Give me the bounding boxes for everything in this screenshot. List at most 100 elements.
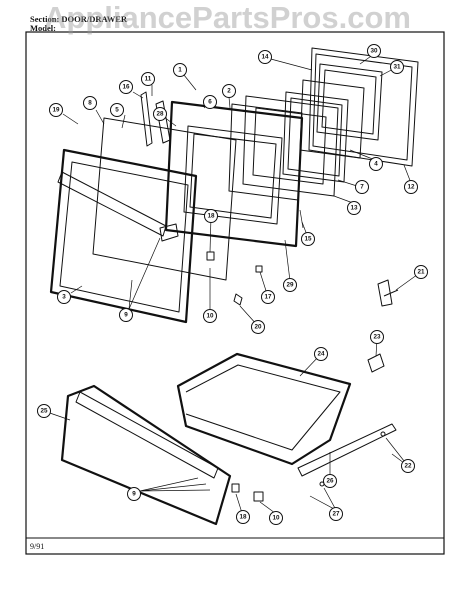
callout-9-drawer: 9: [127, 487, 141, 501]
callout-8: 8: [83, 96, 97, 110]
svg-text:1: 1: [178, 67, 182, 74]
part-inner-door: [164, 100, 304, 248]
part-hinge-strip-left: [140, 91, 153, 147]
page-frame: [25, 31, 445, 555]
callout-23: 23: [370, 330, 384, 344]
part-drawer-front: [60, 384, 232, 526]
callout-19: 19: [49, 103, 63, 117]
part-outer-door-inner: [59, 161, 189, 313]
svg-text:24: 24: [317, 351, 325, 358]
svg-text:14: 14: [261, 54, 269, 61]
svg-text:16: 16: [122, 84, 130, 91]
svg-text:18: 18: [207, 213, 215, 220]
svg-text:30: 30: [370, 48, 378, 55]
callout-5: 5: [110, 103, 124, 117]
callout-14: 14: [258, 50, 272, 64]
part-inner-glass: [316, 63, 383, 141]
section-title: Section: DOOR/DRAWER: [30, 14, 128, 24]
svg-text:7: 7: [360, 184, 364, 191]
callout-31: 31: [390, 60, 404, 74]
part-drawer-body: [176, 352, 352, 466]
svg-text:12: 12: [407, 184, 415, 191]
svg-text:18: 18: [239, 514, 247, 521]
callout-18-drawer: 18: [236, 510, 250, 524]
svg-text:31: 31: [393, 64, 401, 71]
svg-text:6: 6: [208, 99, 212, 106]
svg-text:10: 10: [272, 515, 280, 522]
callout-16: 16: [119, 80, 133, 94]
part-hinge-bracket: [377, 279, 399, 307]
part-screw-1: [380, 431, 386, 437]
part-door-handle: [57, 171, 167, 237]
callout-29: 29: [283, 278, 297, 292]
svg-text:21: 21: [417, 269, 425, 276]
callout-15: 15: [301, 232, 315, 246]
part-insulation: [228, 103, 303, 201]
svg-text:17: 17: [264, 294, 272, 301]
svg-text:13: 13: [350, 205, 358, 212]
callout-17: 17: [261, 290, 275, 304]
part-clip-3: [233, 293, 243, 306]
svg-text:2: 2: [227, 88, 231, 95]
svg-text:28: 28: [156, 111, 164, 118]
callout-1: 1: [173, 63, 187, 77]
svg-text:23: 23: [373, 334, 381, 341]
part-drawer-rail: [297, 423, 397, 477]
leader-lines: [43, 53, 422, 514]
door-parts: [49, 47, 419, 324]
footer-date: 9/91: [30, 542, 44, 551]
callout-3: 3: [57, 290, 71, 304]
callout-22: 22: [401, 459, 415, 473]
svg-text:29: 29: [286, 282, 294, 289]
callout-2: 2: [222, 84, 236, 98]
svg-text:8: 8: [88, 100, 92, 107]
svg-text:9: 9: [124, 312, 128, 319]
part-clip-4: [231, 483, 240, 493]
callout-20: 20: [251, 320, 265, 334]
svg-text:20: 20: [254, 324, 262, 331]
svg-text:22: 22: [404, 463, 412, 470]
callout-28: 28: [153, 107, 167, 121]
part-clip-5: [253, 491, 264, 502]
callout-7: 7: [355, 180, 369, 194]
callout-13: 13: [347, 201, 361, 215]
watermark: AppliancePartsPros.com: [44, 0, 411, 35]
part-clip: [206, 251, 215, 261]
model-title: Model:: [30, 23, 56, 33]
callout-21: 21: [414, 265, 428, 279]
callout-11: 11: [141, 72, 155, 86]
svg-text:5: 5: [115, 107, 119, 114]
svg-text:4: 4: [374, 161, 378, 168]
callout-10-door: 10: [203, 309, 217, 323]
svg-text:26: 26: [326, 478, 334, 485]
callout-10-drawer: 10: [269, 511, 283, 525]
part-drawer-handle: [75, 391, 219, 479]
svg-text:25: 25: [40, 408, 48, 415]
callout-24: 24: [314, 347, 328, 361]
svg-text:9: 9: [132, 491, 136, 498]
svg-text:27: 27: [332, 511, 340, 518]
part-clip-2: [255, 265, 263, 273]
svg-text:3: 3: [62, 294, 66, 301]
callout-9-door: 9: [119, 308, 133, 322]
callout-6: 6: [203, 95, 217, 109]
callout-18-door: 18: [204, 209, 218, 223]
callout-25: 25: [37, 404, 51, 418]
svg-text:11: 11: [145, 76, 152, 83]
callout-4: 4: [369, 157, 383, 171]
part-outer-glass: [92, 117, 237, 281]
part-drawer-glide: [367, 353, 385, 373]
part-hinge-strip-right: [155, 100, 171, 144]
part-drawer-floor: [185, 364, 341, 451]
callouts: 1 2 3 4 5 6 7 8 9 9 10 10 11 12 13 14 15…: [37, 44, 428, 525]
part-handle-cap: [159, 223, 179, 242]
svg-text:10: 10: [206, 313, 214, 320]
callout-30: 30: [367, 44, 381, 58]
part-screw-strip: [299, 209, 304, 229]
svg-text:19: 19: [52, 107, 60, 114]
callout-12: 12: [404, 180, 418, 194]
callout-26: 26: [323, 474, 337, 488]
callout-27: 27: [329, 507, 343, 521]
part-outer-door: [49, 148, 198, 324]
